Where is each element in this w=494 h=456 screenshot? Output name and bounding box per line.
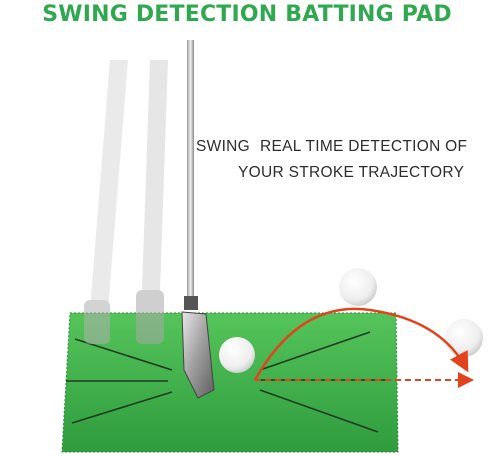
golf-ball-landed: [445, 319, 483, 357]
trajectory-lines: [253, 307, 474, 388]
product-title: SWING DETECTION BATTING PAD: [42, 2, 452, 27]
trajectory-arc: [253, 307, 469, 381]
golf-ball-in-flight: [339, 268, 377, 306]
golf-club: [181, 40, 215, 399]
caption-swing-word: SWING: [196, 138, 251, 155]
caption-line-1-text: REAL TIME DETECTION OF: [260, 138, 468, 155]
club-head: [181, 311, 215, 399]
caption-line-1: SWING REAL TIME DETECTION OF: [196, 134, 468, 160]
swing-motion-blur: [84, 60, 168, 344]
club-shaft: [187, 40, 194, 310]
grass-mat: [61, 312, 399, 453]
feature-caption: SWING REAL TIME DETECTION OF YOUR STROKE…: [196, 134, 468, 186]
golf-ball-on-mat: [219, 337, 255, 373]
caption-line-2: YOUR STROKE TRAJECTORY: [238, 164, 465, 181]
club-hosel: [184, 296, 198, 310]
